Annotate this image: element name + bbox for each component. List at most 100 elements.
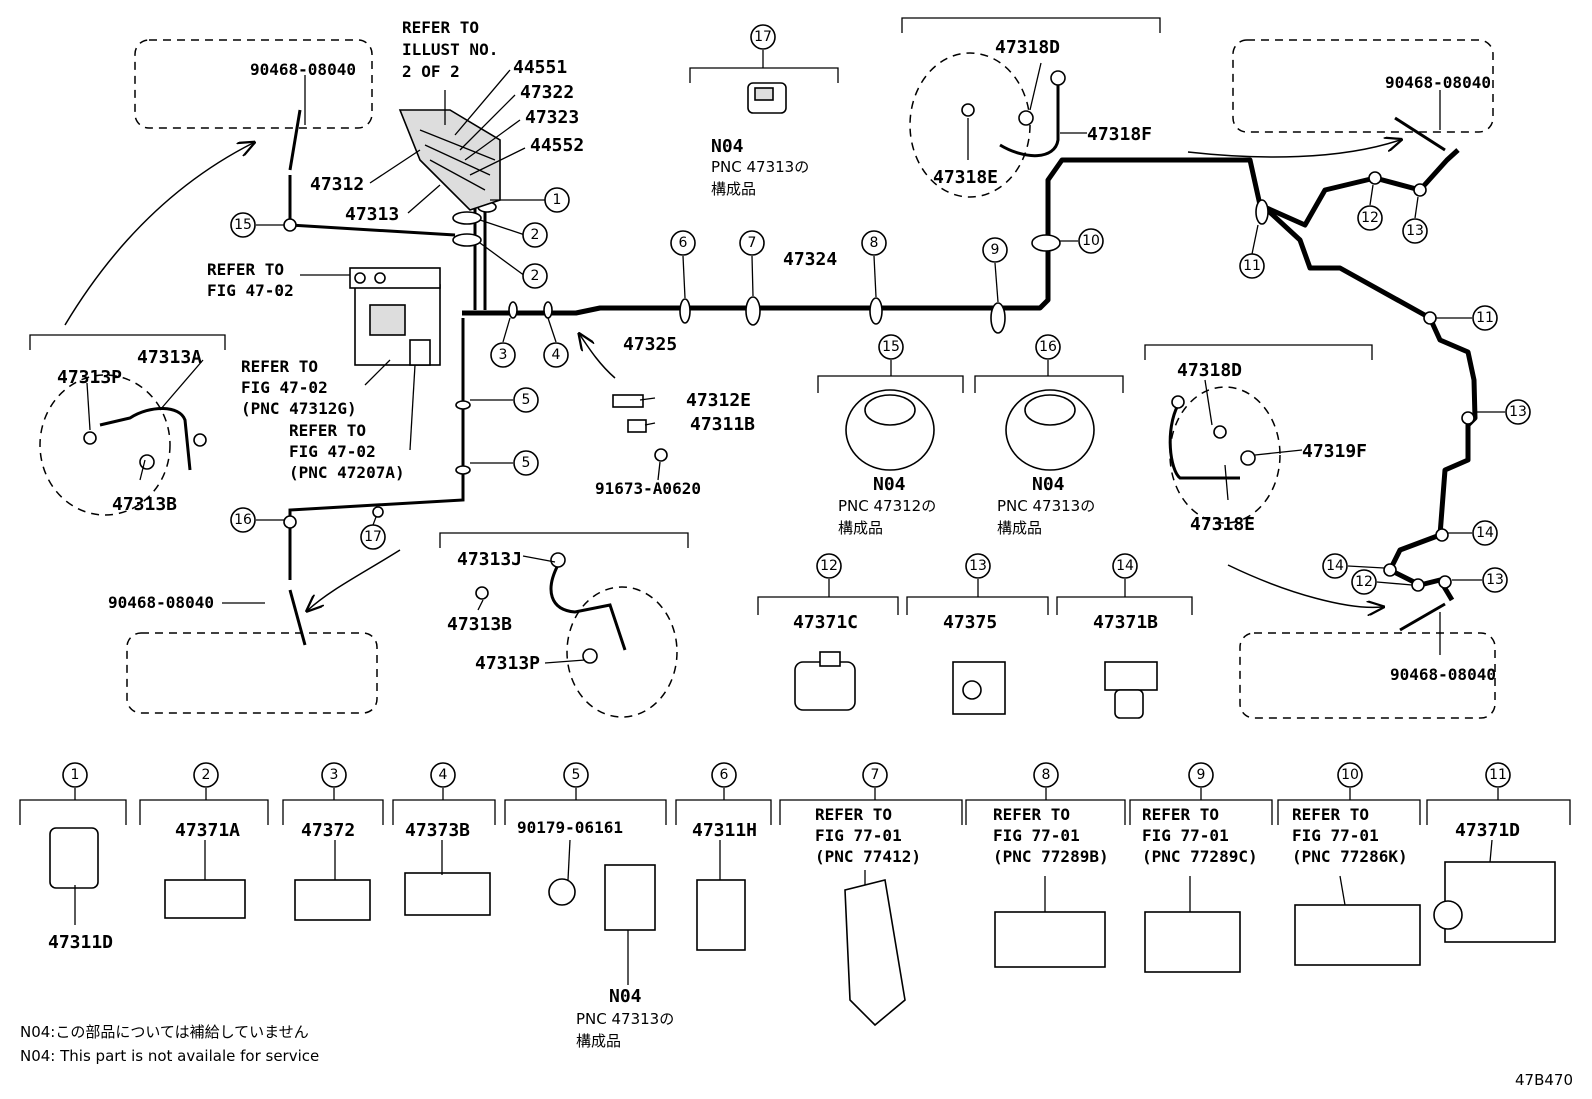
callout-13-part: 13 xyxy=(965,553,991,597)
svg-text:14: 14 xyxy=(1326,558,1344,574)
callout-1-main: 1 xyxy=(490,187,570,213)
svg-text:8: 8 xyxy=(870,235,879,251)
label-n04-17: N04 xyxy=(711,136,744,157)
callout-16-grommet: 16 xyxy=(1035,334,1061,376)
svg-text:15: 15 xyxy=(882,339,900,355)
bracket-47312E xyxy=(612,394,668,462)
label-91673: 91673-A0620 xyxy=(595,479,701,498)
label-47312E: 47312E xyxy=(686,390,751,411)
svg-text:3: 3 xyxy=(330,767,339,783)
callout-10-bottom: 10 xyxy=(1337,762,1363,800)
callout-8-main: 8 xyxy=(861,230,887,298)
label-90468-tl: 90468-08040 xyxy=(250,60,356,79)
callout-10-main: 10 xyxy=(1060,228,1104,254)
refer-c8-line1: REFER TO xyxy=(993,805,1070,824)
refer-4702b-line3: (PNC 47312G) xyxy=(241,399,357,418)
label-47371B: 47371B xyxy=(1093,612,1158,633)
callout-9-main: 9 xyxy=(982,237,1008,303)
label-47371A: 47371A xyxy=(175,820,240,841)
note-en: N04: This part is not availale for servi… xyxy=(20,1047,319,1065)
refer-c7-line1: REFER TO xyxy=(815,805,892,824)
callout-2-main-b: 2 xyxy=(479,242,548,289)
bottom-parts xyxy=(49,827,1556,1027)
detail-box-bottom-left xyxy=(126,632,378,714)
svg-text:9: 9 xyxy=(1197,767,1206,783)
callout-1-bottom: 1 xyxy=(62,762,88,800)
svg-text:11: 11 xyxy=(1476,310,1494,326)
part-47371C xyxy=(794,651,856,711)
refer-c8-line3: (PNC 77289B) xyxy=(993,847,1109,866)
label-47313: 47313 xyxy=(345,204,399,225)
label-n04-16: N04 xyxy=(1032,474,1065,495)
svg-text:13: 13 xyxy=(1406,223,1424,239)
label-47323: 47323 xyxy=(525,107,579,128)
callout-7-main: 7 xyxy=(739,230,765,297)
callout-12-main: 12 xyxy=(1357,184,1383,231)
label-47318D-right: 47318D xyxy=(1177,360,1242,381)
label-47313A: 47313A xyxy=(137,347,202,368)
svg-text:2: 2 xyxy=(202,767,211,783)
label-47324: 47324 xyxy=(783,249,837,270)
callout-9-bottom: 9 xyxy=(1188,762,1214,800)
hose-detail-top xyxy=(909,52,1066,198)
refer-c7-line2: FIG 77-01 xyxy=(815,826,902,845)
callout-13-main-b: 13 xyxy=(1474,399,1531,425)
callout-3-bottom: 3 xyxy=(321,762,347,800)
diagram-code: 47B470 xyxy=(1515,1071,1573,1089)
detail-box-top-left xyxy=(134,39,373,129)
refer-c10-line2: FIG 77-01 xyxy=(1292,826,1379,845)
svg-text:7: 7 xyxy=(748,235,757,251)
label-47313P-left: 47313P xyxy=(57,367,122,388)
label-47319F: 47319F xyxy=(1302,441,1367,462)
svg-text:7: 7 xyxy=(871,767,880,783)
svg-text:2: 2 xyxy=(531,227,540,243)
callout-5-main-a: 5 xyxy=(470,387,539,413)
svg-text:1: 1 xyxy=(553,192,562,208)
pnc-16-line2: 構成品 xyxy=(997,519,1042,537)
callout-5-main-b: 5 xyxy=(470,450,539,476)
clip-17 xyxy=(747,82,787,114)
refer-c10-line3: (PNC 77286K) xyxy=(1292,847,1408,866)
callout-14-main-a: 14 xyxy=(1448,520,1498,546)
refer-4702c-line3: (PNC 47207A) xyxy=(289,463,405,482)
callout-13-main: 13 xyxy=(1402,196,1428,244)
label-47318F: 47318F xyxy=(1087,124,1152,145)
callout-11-bottom: 11 xyxy=(1485,762,1511,800)
label-47375: 47375 xyxy=(943,612,997,633)
part-47371B xyxy=(1104,661,1158,719)
svg-text:12: 12 xyxy=(1361,210,1379,226)
callout-15-grommet: 15 xyxy=(878,334,904,376)
callout-12-part: 12 xyxy=(816,553,842,597)
callout-5-bottom: 5 xyxy=(563,762,589,800)
callout-7-bottom: 7 xyxy=(862,762,888,800)
label-47313B-left: 47313B xyxy=(112,494,177,515)
callout-2-bottom: 2 xyxy=(193,762,219,800)
grommet-16 xyxy=(1005,389,1095,471)
pnc-15-line2: 構成品 xyxy=(838,519,883,537)
label-n04-15: N04 xyxy=(873,474,906,495)
svg-text:13: 13 xyxy=(969,558,987,574)
refer-illust-line3: 2 OF 2 xyxy=(402,62,460,81)
callout-3-main: 3 xyxy=(490,317,516,368)
detail-box-top-right xyxy=(1232,39,1494,133)
refer-illust-line1: REFER TO xyxy=(402,18,479,37)
refer-c7-line3: (PNC 77412) xyxy=(815,847,921,866)
brackets xyxy=(19,17,1571,825)
callout-17-top: 17 xyxy=(750,24,776,68)
svg-text:5: 5 xyxy=(522,392,531,408)
label-n04-5: N04 xyxy=(609,986,642,1007)
refer-4702a-line1: REFER TO xyxy=(207,260,284,279)
label-47318D-top: 47318D xyxy=(995,37,1060,58)
callout-8-bottom: 8 xyxy=(1033,762,1059,800)
svg-text:10: 10 xyxy=(1341,767,1359,783)
callout-2-main-a: 2 xyxy=(479,219,548,248)
refer-4702b-line1: REFER TO xyxy=(241,357,318,376)
pnc-17-line2: 構成品 xyxy=(711,180,756,198)
label-90179: 90179-06161 xyxy=(517,818,623,837)
svg-text:17: 17 xyxy=(754,29,772,45)
callout-16-main: 16 xyxy=(230,507,284,533)
callout-6-bottom: 6 xyxy=(711,762,737,800)
refer-4702c-line2: FIG 47-02 xyxy=(289,442,376,461)
leader-lines xyxy=(74,62,1493,985)
